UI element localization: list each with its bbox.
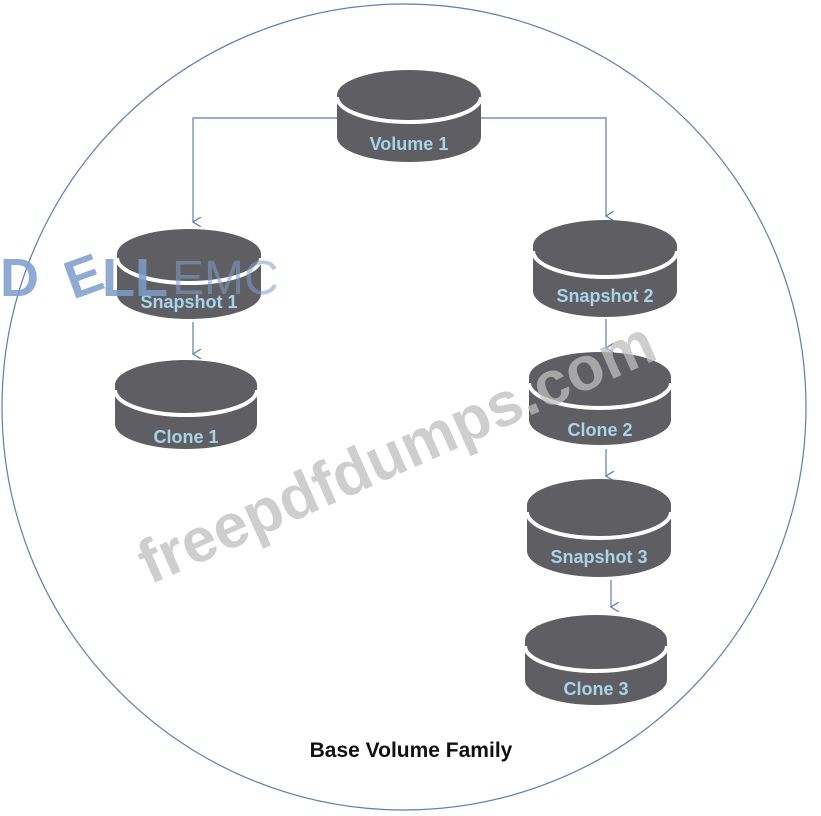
node-label: Clone 2 [567,420,632,440]
disk-volume-1: Volume 1 [335,70,483,162]
logo-letter-d: D [0,248,39,308]
logo-letters-ll: LL [102,248,168,308]
logo-brand-emc: EMC [172,252,279,305]
diagram-caption: Base Volume Family [310,739,513,762]
disk-snapshot-2: Snapshot 2 [531,220,679,317]
edge-volume1-snapshot1 [193,117,337,222]
connectors [193,117,611,607]
node-label: Clone 1 [153,427,218,447]
family-boundary [1,3,807,811]
node-label: Snapshot 1 [140,292,237,312]
node-label: Snapshot 2 [556,286,653,306]
disk-clone-3: Clone 3 [523,615,669,705]
disk-clone-2: Clone 2 [527,352,673,445]
node-label: Clone 3 [563,679,628,699]
node-label: Snapshot 3 [550,547,647,567]
node-label: Volume 1 [370,134,449,154]
disk-snapshot-3: Snapshot 3 [525,479,673,577]
disk-snapshot-1: Snapshot 1 [115,229,263,319]
dell-emc-logo-watermark: D E LL EMC [0,242,279,311]
edge-volume1-snapshot2 [480,117,606,216]
disk-clone-1: Clone 1 [113,360,259,449]
